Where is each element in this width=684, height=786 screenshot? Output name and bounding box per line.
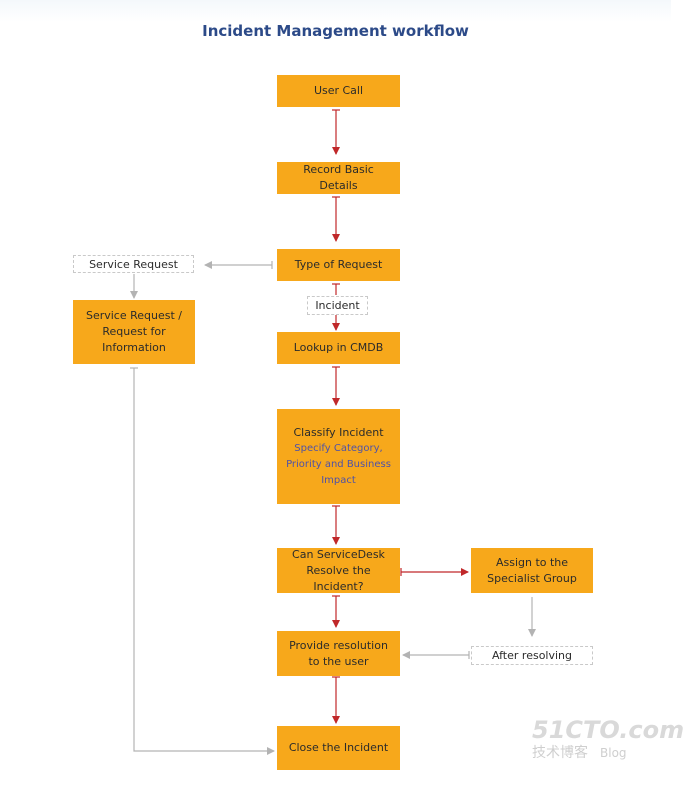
node-classify-heading: Classify Incident: [293, 425, 384, 439]
node-can-servicedesk-resolve: Can ServiceDesk Resolve the Incident?: [277, 548, 400, 593]
node-classify-detail: Specify Category, Priority and Business …: [286, 442, 391, 486]
watermark: 51CTO.com 技术博客 Blog: [532, 716, 684, 762]
node-provide-resolution-label: Provide resolution to the user: [289, 638, 388, 668]
node-user-call: User Call: [277, 75, 400, 107]
node-provide-resolution: Provide resolution to the user: [277, 631, 400, 676]
node-user-call-label: User Call: [313, 84, 364, 97]
node-assign-specialist-label: Assign to the Specialist Group: [487, 555, 577, 585]
watermark-blog: Blog: [600, 746, 627, 760]
node-assign-specialist: Assign to the Specialist Group: [471, 548, 593, 593]
node-classify-incident: Classify Incident Specify Category, Prio…: [277, 409, 400, 504]
node-service-request-info: Service Request / Request for Informatio…: [73, 300, 195, 364]
header-band: [0, 0, 671, 22]
node-service-request-info-label: Service Request / Request for Informatio…: [85, 309, 183, 354]
arrow-service-request-to-close: [133, 368, 275, 755]
watermark-site: 51CTO.com: [532, 716, 684, 744]
watermark-subtitle-row: 技术博客 Blog: [532, 742, 660, 762]
edge-label-incident: Incident: [307, 296, 368, 315]
edge-label-after-resolving: After resolving: [471, 646, 593, 665]
edge-label-service-request: Service Request: [73, 255, 194, 273]
watermark-subtitle: 技术博客: [532, 745, 588, 761]
node-type-of-request-label: Type of Request: [294, 258, 383, 271]
node-type-of-request: Type of Request: [277, 249, 400, 281]
node-lookup-cmdb: Lookup in CMDB: [277, 332, 400, 364]
node-lookup-cmdb-label: Lookup in CMDB: [293, 341, 384, 354]
node-record-details-label: Record Basic Details: [303, 163, 374, 192]
node-record-details: Record Basic Details: [277, 162, 400, 194]
node-close-incident: Close the Incident: [277, 726, 400, 770]
diagram-title: Incident Management workflow: [202, 22, 469, 40]
node-close-incident-label: Close the Incident: [288, 741, 389, 754]
node-can-servicedesk-resolve-label: Can ServiceDesk Resolve the Incident?: [292, 547, 385, 593]
